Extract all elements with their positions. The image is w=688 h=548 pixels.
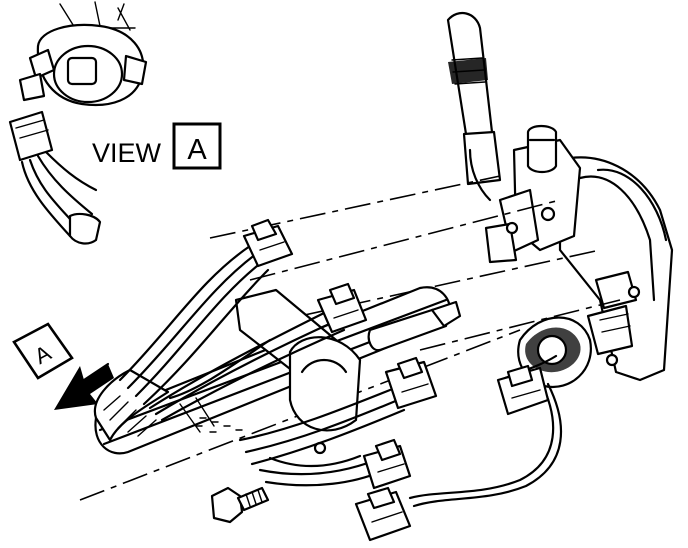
wiring-sleeve <box>93 368 170 442</box>
view-a-word: VIEW <box>92 138 162 168</box>
mounting-bracket <box>234 288 362 455</box>
turn-signal-lever <box>446 11 502 202</box>
lock-actuator-rod <box>367 300 462 352</box>
view-a-inset-connector <box>8 110 102 245</box>
view-a-letter: A <box>187 134 207 166</box>
wire-harness-main <box>118 244 346 422</box>
lock-housing <box>484 124 674 382</box>
arrow-letter-box <box>12 322 74 380</box>
view-a-letter-box <box>172 122 222 170</box>
wire-harness-lower <box>238 388 406 487</box>
mounting-screw <box>210 486 270 524</box>
connector-upper <box>242 218 294 268</box>
view-a-inset-switch <box>18 1 148 106</box>
steering-column-tube <box>94 286 452 455</box>
connector-bottom <box>354 486 412 542</box>
direction-arrow-icon <box>54 364 114 410</box>
tilt-ring <box>517 316 592 389</box>
view-a-label: VIEW A <box>92 122 222 170</box>
connector-right <box>496 364 550 416</box>
connector-lower <box>362 438 412 490</box>
connector-middle <box>316 282 368 334</box>
connector-center <box>384 356 438 410</box>
view-direction-arrow-a: A <box>12 322 114 410</box>
